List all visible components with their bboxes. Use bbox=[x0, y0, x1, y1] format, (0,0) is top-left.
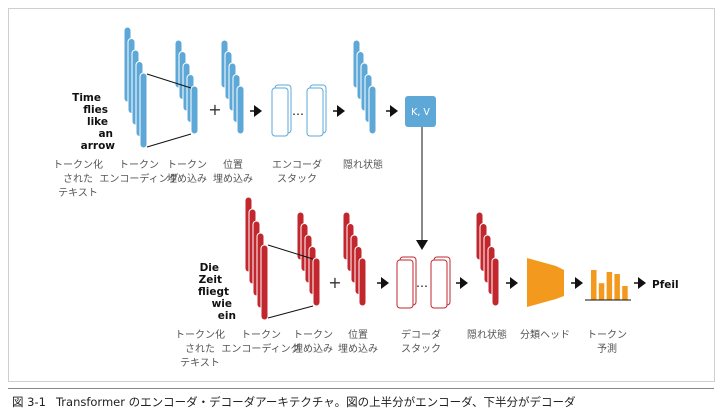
input-word: arrow bbox=[81, 140, 116, 152]
label-6: 分類ヘッド bbox=[520, 329, 570, 341]
label-1: エンコーディング bbox=[99, 172, 178, 185]
label-2: 埋め込み bbox=[167, 173, 207, 185]
layer-box bbox=[430, 259, 448, 309]
label-1: トークン bbox=[119, 159, 159, 171]
arrow-icon bbox=[381, 277, 389, 289]
hidden-state-vector bbox=[491, 257, 500, 307]
label-4: スタック bbox=[277, 173, 317, 185]
arrow-icon bbox=[254, 105, 262, 117]
label-4: デコーダ bbox=[401, 328, 441, 341]
token-encoding-vector bbox=[139, 72, 148, 149]
label-0: テキスト bbox=[180, 358, 220, 369]
label-0: トークン化 bbox=[175, 328, 225, 341]
arrow-icon bbox=[510, 277, 518, 289]
token-embedding-vector bbox=[312, 257, 321, 307]
positional-embedding-vector bbox=[358, 257, 367, 307]
label-7: トークン bbox=[587, 329, 627, 341]
decoder-section: DieZeitfliegtwieeinトークン化されたテキストトークンエンコーデ… bbox=[175, 196, 646, 369]
token-embedding-vector bbox=[190, 85, 199, 135]
label-5: 隠れ状態 bbox=[343, 158, 383, 171]
label-0: された bbox=[63, 173, 93, 185]
output-word: Pfeil bbox=[652, 279, 679, 291]
arrow-icon bbox=[460, 277, 468, 289]
projection-line bbox=[267, 244, 314, 260]
kv-arrowhead bbox=[416, 240, 428, 250]
arrow-icon bbox=[575, 277, 583, 289]
arrow-icon bbox=[390, 105, 398, 117]
caption-divider bbox=[8, 388, 714, 389]
caption-number: 図 3-1 bbox=[12, 395, 46, 409]
label-2: トークン bbox=[167, 159, 207, 171]
input-word: an bbox=[98, 128, 113, 140]
label-1: エンコーディング bbox=[221, 342, 300, 355]
kv-label: K, V bbox=[411, 107, 430, 118]
prediction-bar bbox=[606, 272, 613, 300]
decoder-ellipsis: … bbox=[416, 276, 428, 290]
encoder-section: Timeflieslikeanarrowトークン化されたテキストトークンエンコー… bbox=[53, 26, 398, 199]
label-4: スタック bbox=[401, 343, 441, 355]
input-word: like bbox=[87, 116, 108, 128]
projection-line bbox=[146, 133, 192, 148]
label-3: 位置 bbox=[223, 158, 243, 171]
prediction-bar bbox=[622, 286, 628, 300]
arrow-icon bbox=[638, 277, 646, 289]
input-word: Die bbox=[200, 262, 219, 274]
encoder-plus: + bbox=[208, 100, 221, 119]
layer-box bbox=[306, 87, 324, 137]
label-2: トークン bbox=[293, 329, 333, 341]
label-0: テキスト bbox=[58, 188, 98, 199]
label-0: トークン化 bbox=[53, 158, 103, 171]
positional-embedding-vector bbox=[236, 85, 245, 135]
projection-line bbox=[267, 305, 314, 319]
input-word: flies bbox=[83, 104, 108, 116]
prediction-bar bbox=[598, 283, 605, 300]
projection-line bbox=[146, 73, 192, 89]
decoder-plus: + bbox=[328, 273, 341, 292]
label-2: 埋め込み bbox=[293, 343, 333, 355]
label-3: 埋め込み bbox=[213, 173, 253, 185]
prediction-bar bbox=[614, 274, 620, 300]
input-word: wie bbox=[212, 298, 232, 310]
label-3: 位置 bbox=[348, 328, 368, 341]
encoder-ellipsis: … bbox=[292, 104, 304, 118]
classification-head bbox=[527, 258, 564, 307]
label-3: 埋め込み bbox=[338, 343, 378, 355]
token-encoding-vector bbox=[260, 244, 269, 321]
input-word: ein bbox=[218, 310, 236, 322]
label-0: された bbox=[185, 343, 215, 355]
arrow-icon bbox=[337, 105, 345, 117]
input-word: Zeit bbox=[199, 274, 222, 286]
label-5: 隠れ状態 bbox=[467, 328, 507, 341]
layer-box bbox=[271, 87, 289, 137]
hidden-state-vector bbox=[368, 85, 377, 135]
prediction-bar bbox=[591, 270, 597, 300]
layer-box bbox=[396, 259, 414, 309]
label-1: トークン bbox=[241, 329, 281, 341]
figure-caption: 図 3-1 Transformer のエンコーダ・デコーダアーキテクチャ。図の上半… bbox=[12, 394, 586, 410]
input-word: fliegt bbox=[198, 286, 229, 298]
input-word: Time bbox=[72, 92, 101, 104]
caption-text: Transformer のエンコーダ・デコーダアーキテクチャ。図の上半分がエンコ… bbox=[55, 395, 576, 409]
label-7: 予測 bbox=[597, 342, 617, 355]
figure-frame bbox=[8, 8, 715, 382]
label-4: エンコーダ bbox=[272, 158, 322, 171]
kv-box bbox=[405, 96, 436, 127]
